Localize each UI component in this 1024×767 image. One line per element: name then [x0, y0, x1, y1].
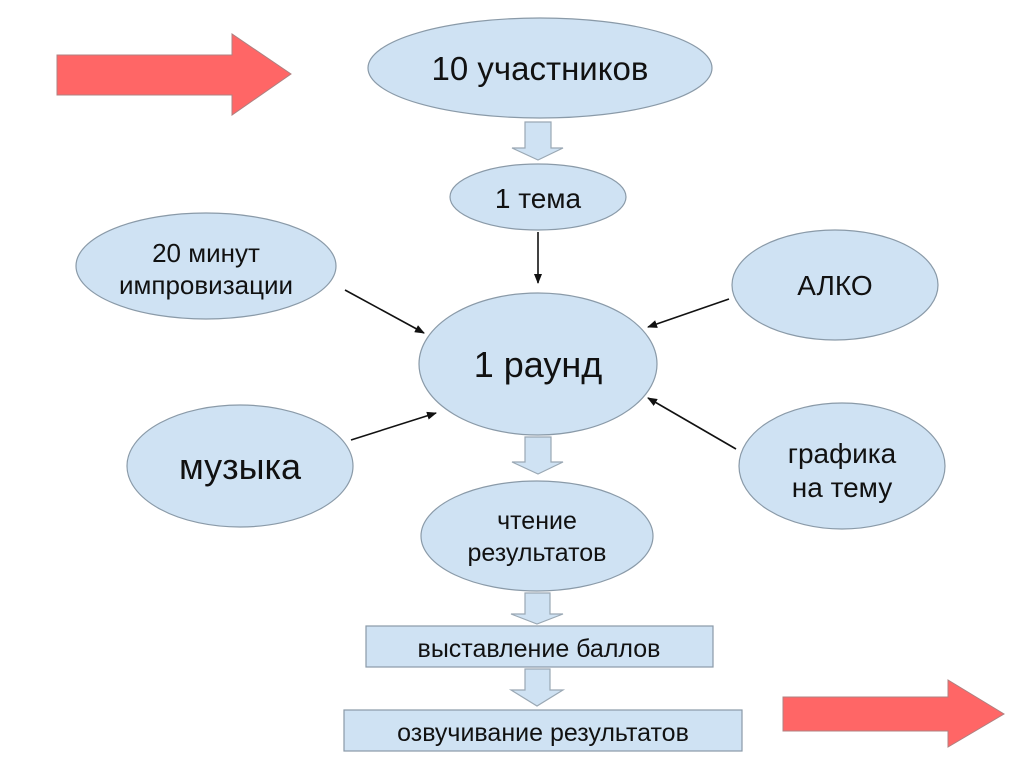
node-graphics-line2: на тему: [792, 472, 892, 503]
block-arrow-down-1: [511, 121, 564, 161]
node-round: 1 раунд: [418, 292, 658, 436]
node-improvisation-line1: 20 минут: [152, 238, 260, 268]
node-scoring: выставление баллов: [365, 625, 714, 668]
block-arrow-down-4: [508, 668, 566, 707]
node-round-label: 1 раунд: [474, 344, 603, 385]
node-graphics-line1: графика: [788, 438, 897, 469]
node-alko: АЛКО: [731, 229, 939, 341]
node-music-label: музыка: [179, 446, 302, 487]
node-announce: озвучивание результатов: [343, 709, 743, 752]
connector-improv-to-round: [344, 289, 425, 334]
node-improvisation-line2: импровизации: [119, 270, 293, 300]
node-reading-line1: чтение: [497, 507, 577, 535]
node-reading-results: чтение результатов: [420, 480, 654, 592]
connector-music-to-round: [350, 411, 437, 441]
block-arrow-down-3: [510, 592, 564, 625]
node-alko-label: АЛКО: [797, 270, 872, 301]
connector-alko-to-round: [647, 298, 730, 328]
node-reading-line2: результатов: [468, 539, 607, 567]
node-music: музыка: [126, 404, 354, 528]
node-theme-label: 1 тема: [495, 183, 582, 214]
node-scoring-label: выставление баллов: [418, 635, 661, 663]
connector-graphics-to-round: [647, 397, 737, 450]
block-arrow-down-2: [511, 436, 564, 475]
nav-arrow-top-left[interactable]: [56, 33, 292, 116]
node-participants-label: 10 участников: [432, 50, 649, 87]
node-theme: 1 тема: [449, 163, 627, 231]
node-improvisation: 20 минут импровизации: [75, 212, 337, 320]
nav-arrow-bottom-right[interactable]: [782, 679, 1005, 748]
node-graphics: графика на тему: [738, 402, 946, 530]
node-announce-label: озвучивание результатов: [397, 719, 689, 747]
node-participants: 10 участников: [367, 17, 713, 119]
